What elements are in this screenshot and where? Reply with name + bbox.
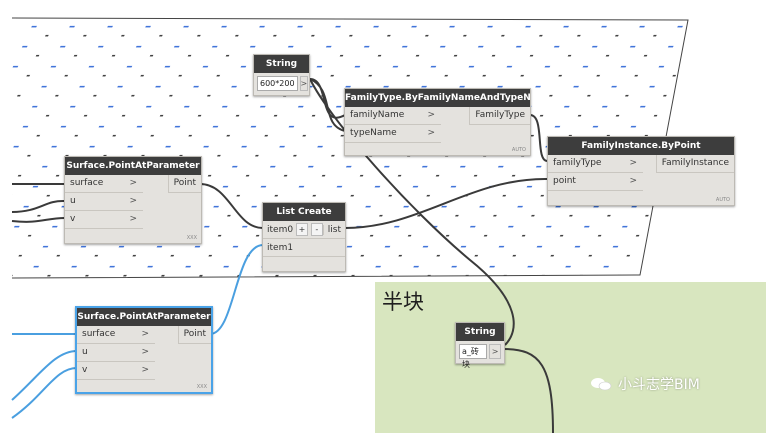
- list-create-node[interactable]: List Create item0 + - list item1: [262, 202, 346, 272]
- wire-point2-to-item1: [209, 244, 264, 335]
- arrow-right-icon: >: [141, 347, 149, 357]
- output-port-familytype[interactable]: FamilyType: [469, 107, 530, 125]
- arrow-right-icon: >: [629, 176, 637, 186]
- output-port-familyinstance[interactable]: FamilyInstance: [655, 155, 734, 173]
- wire-left-to-u2: [11, 350, 78, 401]
- node-title: Surface.PointAtParameter: [77, 308, 211, 326]
- output-port-point[interactable]: Point: [177, 326, 211, 344]
- wire-left-to-u: [11, 199, 66, 213]
- input-port-surface[interactable]: surface>: [77, 326, 155, 344]
- wire-left-to-v2: [11, 367, 78, 419]
- string-value[interactable]: 600*200: [257, 76, 298, 91]
- watermark-text: 小斗志学BIM: [618, 377, 700, 393]
- output-port-list[interactable]: list: [322, 224, 345, 235]
- wire-familytype-to-instance: [529, 114, 548, 162]
- node-title: String: [456, 323, 504, 341]
- output-port[interactable]: >: [299, 76, 309, 91]
- arrow-right-icon: >: [427, 110, 435, 120]
- group-title: 半块: [382, 290, 424, 314]
- watermark: 小斗志学BIM: [590, 374, 700, 394]
- node-title: Surface.PointAtParameter: [65, 157, 201, 175]
- input-port-item0[interactable]: item0 + - list: [263, 221, 345, 239]
- wire-string-long: [309, 78, 515, 346]
- string-node-brick[interactable]: String a_砖块 >: [455, 322, 505, 369]
- surface-pointatparameter-node-1[interactable]: Surface.PointAtParameter surface> u> v> …: [64, 156, 202, 244]
- familyinstance-node[interactable]: FamilyInstance.ByPoint familyType> point…: [547, 136, 735, 206]
- arrow-right-icon: >: [141, 365, 149, 375]
- string-value[interactable]: a_砖块: [459, 344, 488, 369]
- wire-brick-out: [503, 348, 554, 433]
- wire-left-to-v: [11, 217, 66, 223]
- input-port-typename[interactable]: typeName>: [345, 125, 441, 143]
- wire-point1-to-item0: [199, 183, 264, 229]
- input-port-familyname[interactable]: familyName>: [345, 107, 441, 125]
- wechat-icon: [591, 378, 612, 391]
- familytype-node[interactable]: FamilyType.ByFamilyNameAndTypeName famil…: [344, 88, 531, 156]
- arrow-right-icon: >: [129, 178, 137, 188]
- node-title: String: [254, 55, 309, 73]
- lacing-indicator[interactable]: AUTO: [511, 147, 526, 153]
- input-port-familytype[interactable]: familyType>: [548, 155, 643, 173]
- arrow-right-icon: >: [427, 128, 435, 138]
- add-input-button[interactable]: +: [296, 223, 308, 236]
- lacing-indicator[interactable]: AUTO: [715, 197, 730, 203]
- input-port-v[interactable]: v>: [65, 211, 143, 229]
- input-port-item1[interactable]: item1: [263, 239, 345, 257]
- wire-listcreate-to-point: [344, 177, 548, 229]
- input-port-u[interactable]: u>: [65, 193, 143, 211]
- surface-pointatparameter-node-2[interactable]: Surface.PointAtParameter surface> u> v> …: [75, 306, 213, 394]
- string-node-size[interactable]: String 600*200 >: [253, 54, 310, 96]
- remove-input-button[interactable]: -: [310, 223, 323, 236]
- input-port-point[interactable]: point>: [548, 173, 643, 191]
- output-port-point[interactable]: Point: [167, 175, 201, 193]
- lacing-indicator[interactable]: XXX: [186, 235, 197, 241]
- arrow-right-icon: >: [129, 214, 137, 224]
- input-port-v[interactable]: v>: [77, 362, 155, 380]
- arrow-right-icon: >: [141, 329, 149, 339]
- lacing-indicator[interactable]: XXX: [196, 384, 207, 390]
- node-title: FamilyType.ByFamilyNameAndTypeName: [345, 89, 530, 107]
- node-title: FamilyInstance.ByPoint: [548, 137, 734, 155]
- arrow-right-icon: >: [129, 196, 137, 206]
- input-port-u[interactable]: u>: [77, 344, 155, 362]
- arrow-right-icon: >: [629, 158, 637, 168]
- group-background[interactable]: [375, 282, 766, 433]
- node-title: List Create: [263, 203, 345, 221]
- output-port[interactable]: >: [489, 344, 501, 359]
- input-port-surface[interactable]: surface>: [65, 175, 143, 193]
